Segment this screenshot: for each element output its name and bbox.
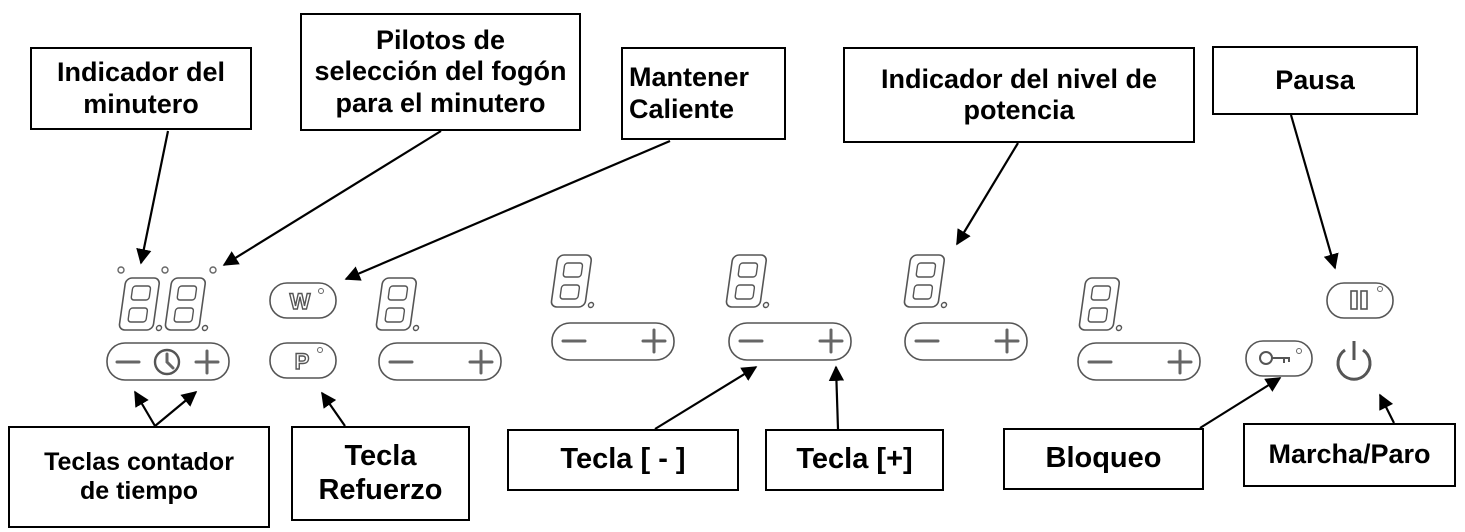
label-pause: Pausa — [1212, 46, 1418, 115]
label-timer-indicator: Indicador del minutero — [30, 47, 252, 130]
label-minus-key: Tecla [ - ] — [507, 429, 739, 491]
pause-key[interactable] — [1326, 282, 1394, 319]
label-keep-warm: Mantener Caliente — [621, 47, 786, 140]
keep-warm-key[interactable]: W — [269, 282, 337, 319]
minus-plus-key-zone-3[interactable] — [728, 322, 852, 361]
label-lock: Bloqueo — [1003, 428, 1204, 490]
minus-plus-key-zone-4[interactable] — [904, 322, 1028, 361]
label-on-off: Marcha/Paro — [1243, 423, 1456, 487]
callout-arrows — [134, 114, 1395, 430]
seven-segment-display — [118, 277, 163, 332]
pause-icon — [1350, 290, 1368, 310]
minus-plus-key-zone-1[interactable] — [378, 342, 502, 381]
key-icon — [1259, 351, 1290, 365]
seven-segment-display — [903, 254, 948, 309]
timer-pilot-dot — [117, 266, 125, 274]
timer-pilot-dot — [209, 266, 217, 274]
seven-segment-display — [550, 254, 595, 309]
seven-segment-display — [375, 277, 420, 332]
timer-keys-pill[interactable] — [106, 342, 230, 381]
seven-segment-display — [164, 277, 209, 332]
label-power-indicator: Indicador del nivel de potencia — [843, 47, 1195, 143]
svg-text:P: P — [295, 349, 310, 374]
label-zone-pilots: Pilotos de selección del fogón para el m… — [300, 13, 581, 131]
seven-segment-display — [725, 254, 770, 309]
label-plus-key: Tecla [+] — [765, 429, 944, 491]
boost-key[interactable]: P — [269, 342, 337, 379]
seven-segment-display — [1078, 277, 1123, 332]
label-boost-key: Tecla Refuerzo — [291, 426, 470, 521]
minus-plus-key-zone-2[interactable] — [551, 322, 675, 361]
svg-text:W: W — [290, 289, 311, 314]
minus-plus-key-zone-5[interactable] — [1077, 342, 1201, 381]
lock-key[interactable] — [1245, 340, 1313, 377]
label-timer-keys: Teclas contador de tiempo — [8, 426, 270, 528]
timer-pilot-dot — [161, 266, 169, 274]
power-icon[interactable] — [1336, 341, 1372, 381]
